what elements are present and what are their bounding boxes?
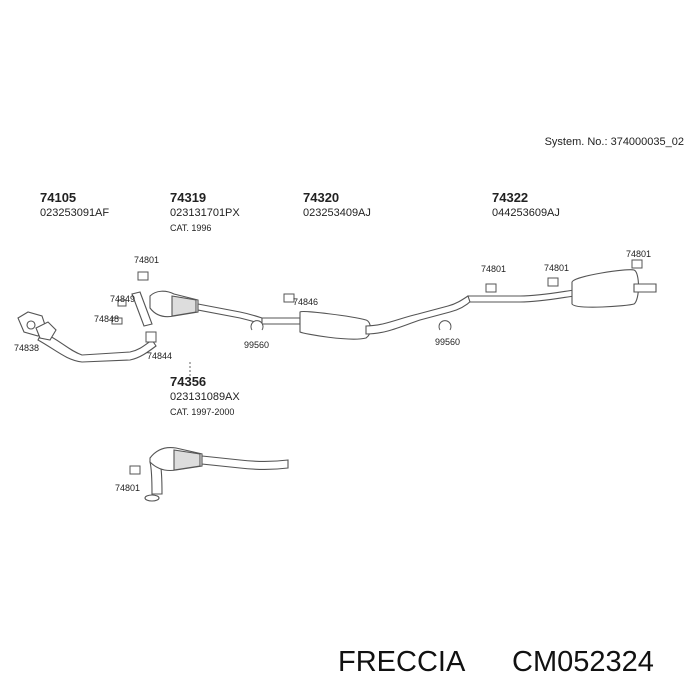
rear-silencer — [467, 269, 657, 308]
hangers — [111, 259, 643, 475]
part-code: 023131701PX — [170, 207, 240, 219]
part-number: 74105 — [40, 190, 76, 205]
callout-99560: 99560 — [244, 340, 269, 350]
part-label-74319: 74319 023131701PX CAT. 1996 — [170, 190, 240, 233]
part-number: 74320 — [303, 190, 339, 205]
callout-74838: 74838 — [14, 343, 39, 353]
part-code: 023253409AJ — [303, 207, 371, 219]
part-label-74356: 74356 023131089AX CAT. 1997-2000 — [170, 374, 240, 417]
callout-74801: 74801 — [626, 249, 651, 259]
callout-74801: 74801 — [115, 483, 140, 493]
part-note: CAT. 1997-2000 — [170, 407, 234, 417]
part-number: 74356 — [170, 374, 206, 389]
part-code: 044253609AJ — [492, 207, 560, 219]
callout-74801: 74801 — [134, 255, 159, 265]
callout-74844: 74844 — [147, 351, 172, 361]
alt-catalytic-converter — [144, 446, 289, 502]
part-label-74320: 74320 023253409AJ — [303, 190, 371, 219]
callout-74848: 74848 — [94, 314, 119, 324]
catalytic-converter — [131, 290, 263, 327]
part-number: 74322 — [492, 190, 528, 205]
system-number: System. No.: 374000035_02 — [545, 136, 684, 148]
brand-code: CM052324 — [512, 646, 654, 678]
part-note: CAT. 1996 — [170, 223, 211, 233]
callout-74801: 74801 — [481, 264, 506, 274]
front-pipe — [17, 311, 157, 363]
part-code: 023131089AX — [170, 391, 240, 403]
callout-74801: 74801 — [544, 263, 569, 273]
part-label-74105: 74105 023253091AF — [40, 190, 109, 219]
part-number: 74319 — [170, 190, 206, 205]
callouts: 74801 74849 74848 74838 74844 74846 9956… — [14, 249, 651, 493]
part-label-74322: 74322 044253609AJ — [492, 190, 560, 219]
part-code: 023253091AF — [40, 207, 109, 219]
callout-74849: 74849 — [110, 294, 135, 304]
callout-99560: 99560 — [435, 337, 460, 347]
brand-name: FRECCIA — [338, 646, 466, 678]
callout-74846: 74846 — [293, 297, 318, 307]
middle-silencer — [261, 295, 473, 340]
